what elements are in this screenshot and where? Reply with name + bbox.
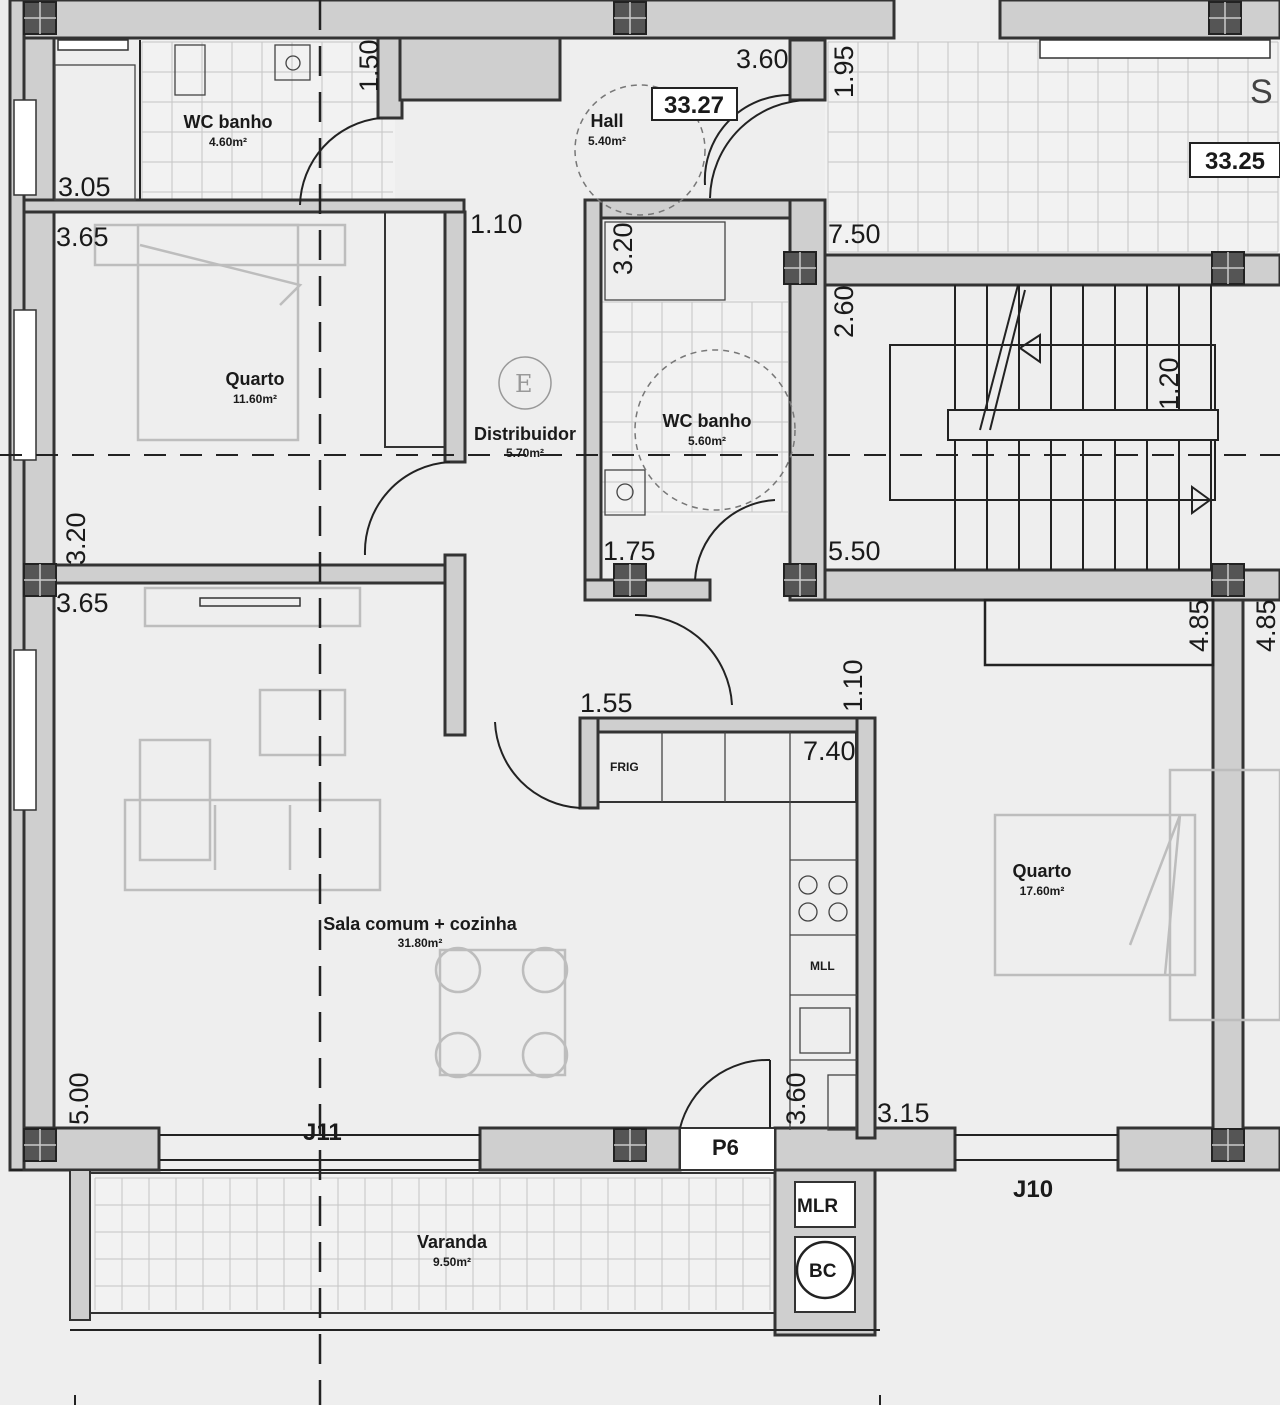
dim-1-95: 1.95 [829,45,859,98]
dim-3-60-hall: 3.60 [736,44,789,74]
structural-columns [23,1,1245,1162]
room-area-wc1: 4.60m² [209,135,247,149]
wc1-tile-grid [141,41,393,200]
dim-7-50: 7.50 [828,219,881,249]
dim-3-60-bottom: 3.60 [781,1072,811,1125]
axis-label-j11: J11 [303,1119,342,1146]
balcony-tiles [89,1172,776,1314]
room-name-varanda: Varanda [417,1232,488,1252]
staircase [889,284,1219,570]
label-frig: FRIG [610,760,639,774]
edge-label-s: S [1250,73,1273,111]
level-33-25: 33.25 [1205,148,1265,175]
dim-1-75: 1.75 [603,536,656,566]
dim-3-05: 3.05 [58,172,111,202]
dim-1-50: 1.50 [354,39,384,92]
dim-2-60: 2.60 [829,285,859,338]
label-mlr: MLR [797,1196,838,1217]
dim-4-85-a: 4.85 [1184,599,1214,652]
interior-walls [22,36,1280,1337]
room-area-quarto2: 17.60m² [1020,884,1065,898]
elevator-label: E [515,370,533,398]
dim-3-65-mid: 3.65 [56,588,109,618]
dimension-labels: 3.60 1.95 1.50 3.05 3.65 1.10 3.20 7.50 … [56,39,1280,1128]
landing-tile-grid [827,41,1279,253]
dim-5-50: 5.50 [828,536,881,566]
room-name-quarto1: Quarto [225,369,284,389]
room-area-varanda: 9.50m² [433,1255,471,1269]
room-name-sala: Sala comum + cozinha [323,914,518,934]
door-label-p6: P6 [712,1135,739,1160]
room-name-hall: Hall [590,111,623,131]
dim-1-10-kitchen: 1.10 [838,659,868,712]
doors [299,93,811,1129]
room-area-quarto1: 11.60m² [233,392,277,406]
dim-1-10-top: 1.10 [470,209,523,239]
room-name-quarto2: Quarto [1012,861,1071,881]
dim-3-20-wc: 3.20 [608,222,638,275]
room-labels: WC banho 4.60m² Hall 5.40m² Quarto 11.60… [184,111,1072,1269]
dim-3-15: 3.15 [877,1098,930,1128]
axis-label-j10: J10 [1013,1176,1053,1203]
level-33-27: 33.27 [664,92,724,119]
label-mll: MLL [810,959,835,973]
room-name-wc1: WC banho [184,112,273,132]
room-area-sala: 31.80m² [398,936,443,950]
balcony-tile-grid [94,1177,771,1310]
dim-1-20: 1.20 [1154,357,1184,410]
furniture [54,44,1280,1131]
dim-5-00: 5.00 [64,1072,94,1125]
room-area-hall: 5.40m² [588,134,626,148]
label-bc: BC [809,1261,837,1282]
room-area-distribuidor: 5.70m² [506,446,544,460]
room-name-wc2: WC banho [663,411,752,431]
dim-4-85-b: 4.85 [1251,599,1280,652]
dim-3-65-top: 3.65 [56,222,109,252]
dim-1-55: 1.55 [580,688,633,718]
dim-7-40: 7.40 [803,736,856,766]
room-area-wc2: 5.60m² [688,434,726,448]
dim-3-20-left: 3.20 [61,512,91,565]
room-name-distribuidor: Distribuidor [474,424,576,444]
